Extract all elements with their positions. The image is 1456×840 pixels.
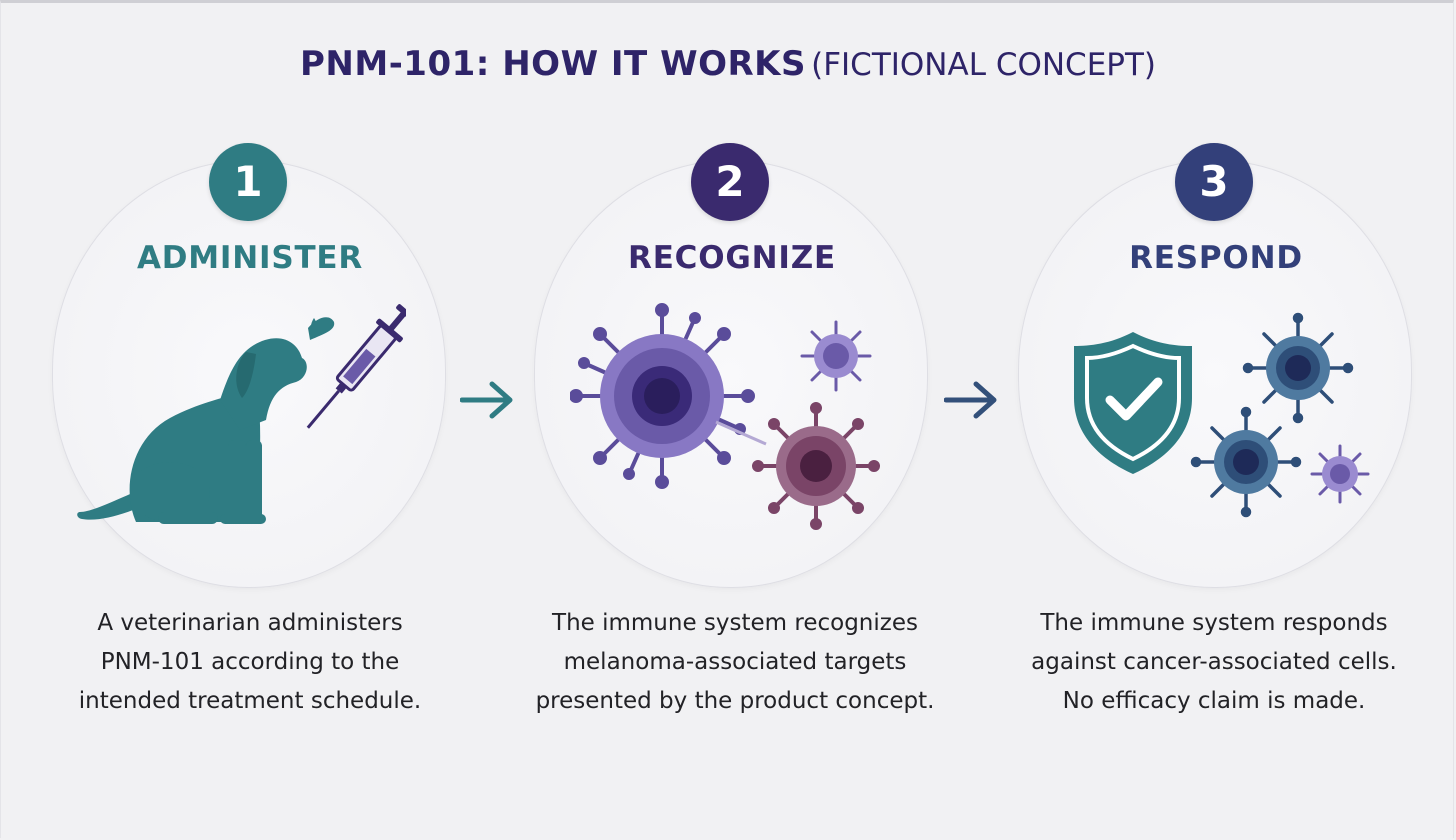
page-title: PNM-101: HOW IT WORKS (FICTIONAL CONCEPT… <box>0 44 1456 84</box>
shield-check-icon <box>1074 332 1192 474</box>
title-subtitle: (FICTIONAL CONCEPT) <box>811 47 1157 83</box>
cancer-cell-icon <box>1190 312 1370 518</box>
step-2-panel <box>534 160 928 588</box>
step-2-desc-line: The immune system recognizes <box>552 610 918 636</box>
step-1-desc-line: intended treatment schedule. <box>78 688 422 714</box>
step-1-desc-line: A veterinarian administers <box>97 610 403 636</box>
step-3-badge: 3 <box>1175 143 1253 221</box>
title-main: PNM-101: HOW IT WORKS <box>299 44 807 84</box>
step-2-badge: 2 <box>691 143 769 221</box>
step-2-desc-line: melanoma-associated targets <box>563 649 907 675</box>
step-3-desc-line: No efficacy claim is made. <box>1062 688 1366 714</box>
step-3-desc-line: against cancer-associated cells. <box>1031 649 1397 675</box>
step-2-description: The immune system recognizes melanoma-as… <box>500 604 970 721</box>
step-3-desc-line: The immune system responds <box>1040 610 1388 636</box>
step-1-label: ADMINISTER <box>136 240 364 276</box>
step-1-desc-line: PNM-101 according to the <box>100 649 400 675</box>
step-1-description: A veterinarian administers PNM-101 accor… <box>15 604 485 721</box>
dog-icon <box>77 338 307 524</box>
step-3-label: RESPOND <box>1129 240 1303 276</box>
step-3-description: The immune system responds against cance… <box>979 604 1449 721</box>
step-1-badge: 1 <box>209 143 287 221</box>
step-2-desc-line: presented by the product concept. <box>535 688 935 714</box>
syringe-icon <box>306 304 406 429</box>
target-cell-icon <box>752 402 880 530</box>
immune-cell-icon <box>570 303 872 489</box>
arrow-right-icon <box>460 381 513 419</box>
step-2-label: RECOGNIZE <box>628 240 836 276</box>
arrow-right-icon <box>944 381 997 419</box>
